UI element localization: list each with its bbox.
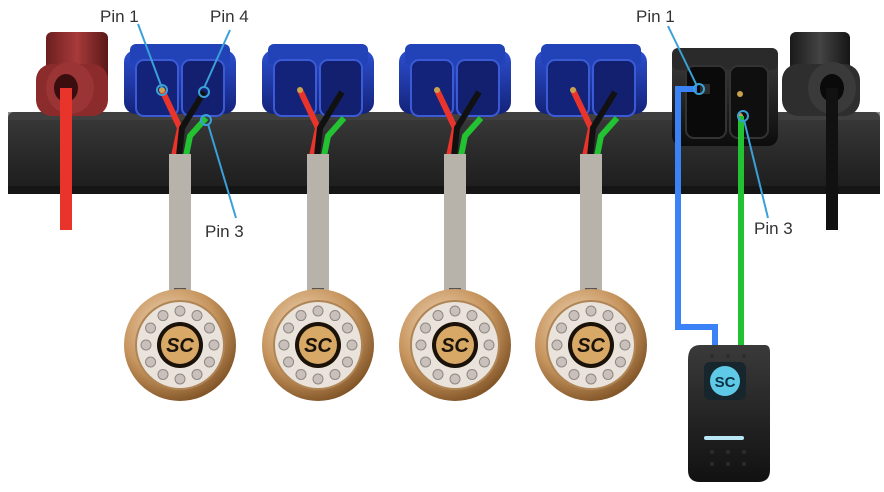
light-logo-text: SC	[304, 335, 332, 357]
label-right-pin1: Pin 1	[636, 7, 675, 26]
black-power-terminal-icon	[782, 32, 860, 230]
switch-wiring	[675, 86, 744, 345]
callouts	[137, 23, 769, 219]
underwater-light-icon: SC	[124, 289, 236, 401]
light-cable	[444, 154, 466, 298]
underwater-light-icon: SC	[399, 289, 511, 401]
label-left-pin1: Pin 1	[100, 7, 139, 26]
label-left-pin4: Pin 4	[210, 7, 249, 26]
label-right-pin3: Pin 3	[754, 219, 793, 238]
blue-connector-icon	[535, 44, 647, 157]
light-logo-text: SC	[441, 335, 469, 357]
label-left-pin3: Pin 3	[205, 222, 244, 241]
light-logo-text: SC	[577, 335, 605, 357]
blue-connector-icon	[124, 44, 236, 157]
red-power-terminal-icon	[36, 32, 108, 230]
rocker-switch-icon: SC	[688, 345, 770, 482]
light-logo-text: SC	[166, 335, 194, 357]
underwater-light-icon: SC	[262, 289, 374, 401]
light-cable	[307, 154, 329, 298]
blue-connector-icon	[262, 44, 374, 157]
light-cable	[580, 154, 602, 298]
blue-connector-icon	[399, 44, 511, 157]
black-connector-icon	[672, 48, 778, 146]
underwater-light-icon: SC	[535, 289, 647, 401]
light-cable	[169, 154, 191, 298]
svg-text:SC: SC	[715, 374, 736, 391]
